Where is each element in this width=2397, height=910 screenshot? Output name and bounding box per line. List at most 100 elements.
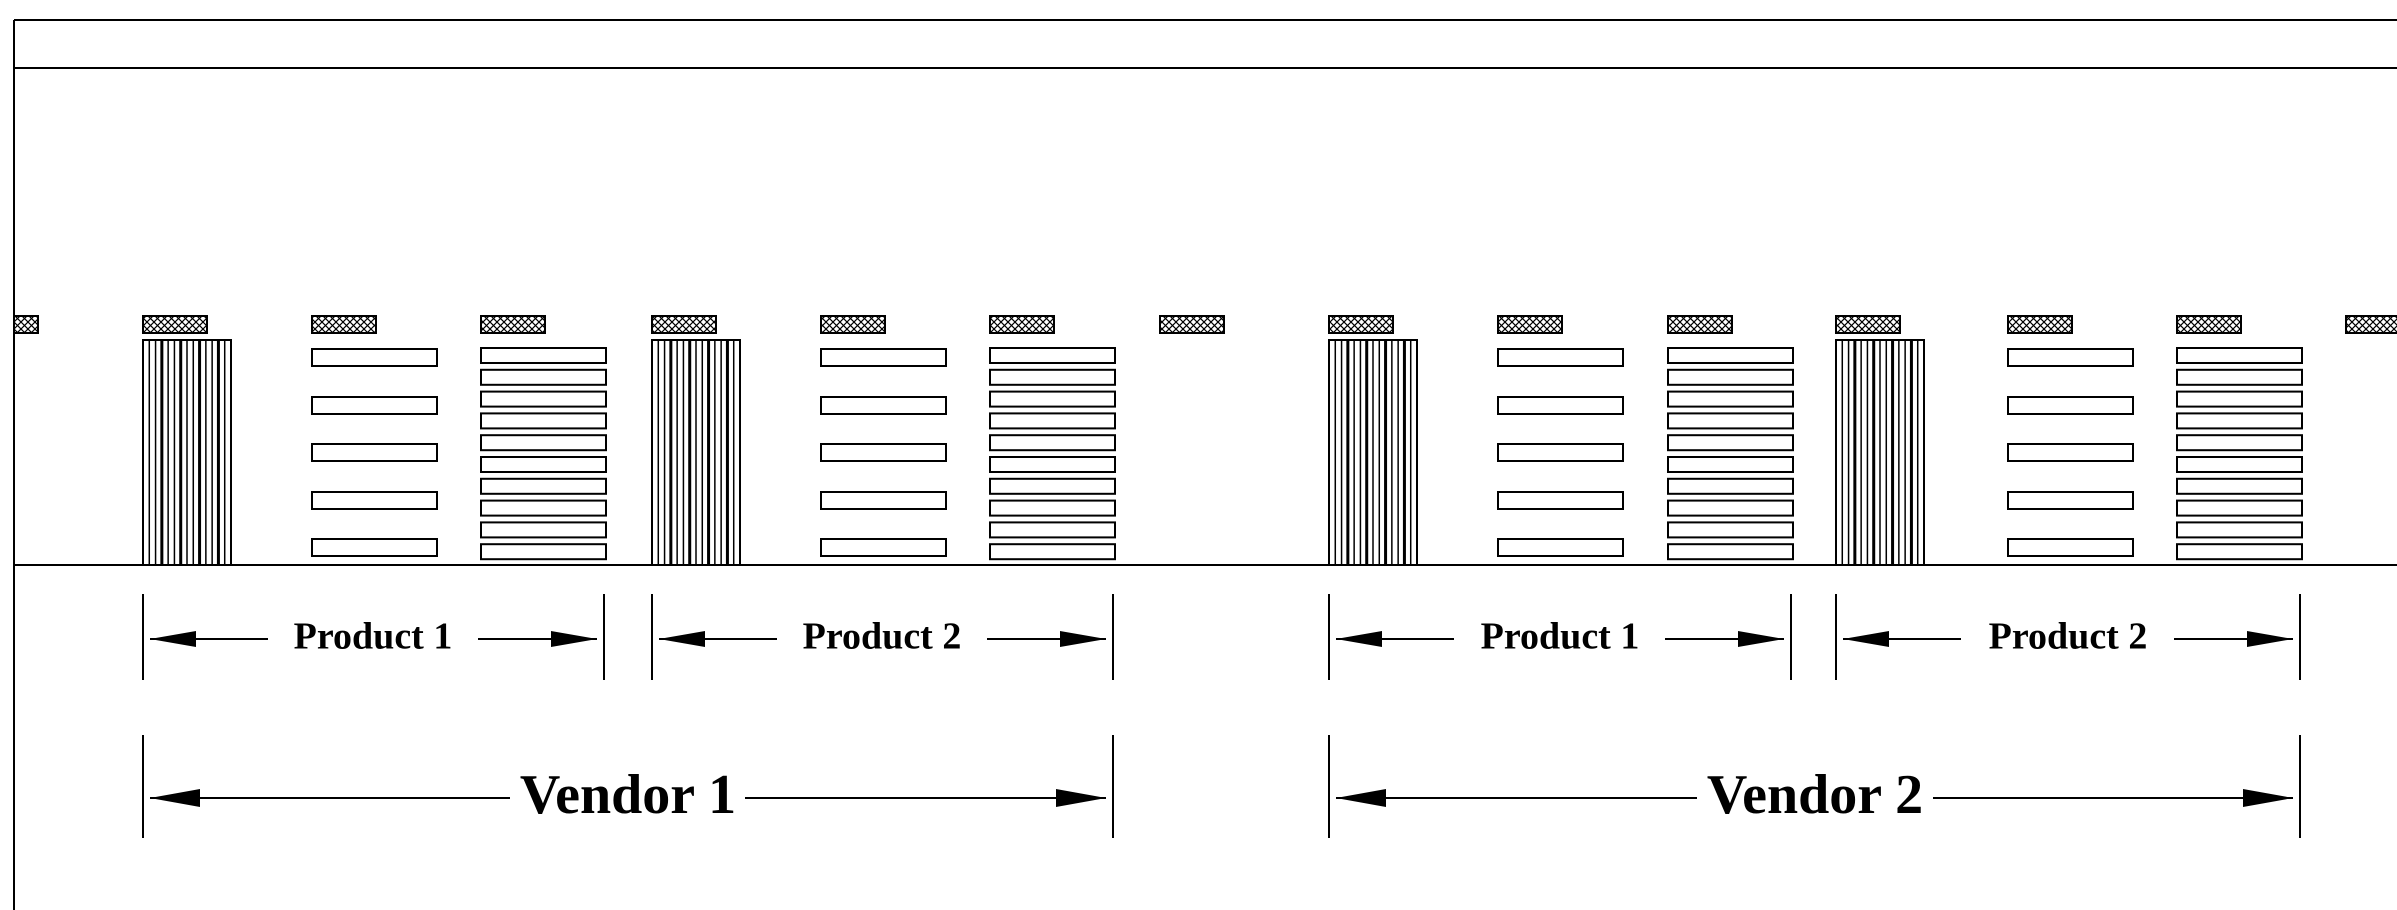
stack-bar (1667, 521, 1794, 539)
stack-bar (1667, 456, 1794, 473)
stack-bar (2176, 543, 2303, 561)
hatched-cap (1328, 315, 1394, 334)
dense-bar-stack (480, 347, 607, 561)
stack-bar (1497, 348, 1624, 367)
stack-bar (480, 368, 607, 386)
stack-bar (1497, 396, 1624, 415)
stack-bar (1667, 347, 1794, 364)
hatched-cap (311, 315, 377, 334)
stack-bar (989, 499, 1116, 517)
hatched-cap (820, 315, 886, 334)
stack-bar (989, 390, 1116, 408)
product-label: Product 1 (294, 616, 453, 658)
dense-bar-stack (2176, 347, 2303, 561)
stack-bar (2007, 538, 2134, 557)
diagram-frame (13, 19, 2397, 910)
stack-bar (2007, 443, 2134, 462)
hatched-cap (1667, 315, 1733, 334)
stack-bar (480, 347, 607, 364)
stack-bar (989, 456, 1116, 473)
stack-bar (989, 543, 1116, 561)
stack-bar (311, 443, 438, 462)
stack-bar (480, 521, 607, 539)
stack-bar (1667, 412, 1794, 430)
hatched-cap (1497, 315, 1563, 334)
product-label: Product 2 (803, 616, 962, 658)
stack-bar (1667, 477, 1794, 495)
stack-bar (989, 347, 1116, 364)
spaced-bar-stack (1497, 348, 1624, 557)
stack-bar (989, 368, 1116, 386)
stack-bar (311, 491, 438, 510)
dense-bar-stack (1667, 347, 1794, 561)
product-dimension-2: Product 2 (651, 594, 1114, 680)
stack-bar (2176, 456, 2303, 473)
stack-bar (2176, 368, 2303, 386)
vendor-label: Vendor 1 (520, 764, 736, 826)
vendor-label: Vendor 2 (1707, 764, 1923, 826)
hatched-cap (2176, 315, 2242, 334)
hatched-cap (2007, 315, 2073, 334)
stack-bar (480, 477, 607, 495)
stack-bar (311, 396, 438, 415)
stack-bar (2176, 521, 2303, 539)
stack-bar (820, 538, 947, 557)
stack-bar (989, 477, 1116, 495)
stack-bar (1497, 491, 1624, 510)
spaced-bar-stack (2007, 348, 2134, 557)
hatched-cap (651, 315, 717, 334)
product-label: Product 1 (1481, 616, 1640, 658)
stack-bar (989, 412, 1116, 430)
vendor-dimension-2: Vendor 2 (1328, 735, 2301, 838)
vendor-dimension-1: Vendor 1 (142, 735, 1114, 838)
stack-bar (2176, 412, 2303, 430)
stack-bar (2007, 348, 2134, 367)
stack-bar (2176, 390, 2303, 408)
striped-column (1328, 339, 1418, 566)
stack-bar (480, 543, 607, 561)
stack-bar (1497, 538, 1624, 557)
stack-bar (820, 348, 947, 367)
stack-bar (820, 396, 947, 415)
striped-column (651, 339, 741, 566)
stack-bar (1667, 499, 1794, 517)
hatched-caps (13, 315, 2397, 334)
stack-bar (989, 434, 1116, 452)
stack-bar (1667, 368, 1794, 386)
stack-bar (820, 491, 947, 510)
product-label: Product 2 (1989, 616, 2148, 658)
stack-bar (480, 390, 607, 408)
product-dimension-4: Product 2 (1835, 594, 2301, 680)
hatched-cap (989, 315, 1055, 334)
stack-bar (2176, 499, 2303, 517)
stack-bar (1497, 443, 1624, 462)
dense-bar-stack (989, 347, 1116, 561)
striped-column (1835, 339, 1925, 566)
stack-bar (311, 538, 438, 557)
stack-bar (1667, 390, 1794, 408)
hatched-cap (480, 315, 546, 334)
stack-bar (2176, 477, 2303, 495)
stack-bar (480, 456, 607, 473)
hatched-cap (2345, 315, 2397, 334)
stack-bar (480, 434, 607, 452)
striped-column (142, 339, 232, 566)
hatched-cap (142, 315, 208, 334)
stack-bar (2176, 434, 2303, 452)
stack-bar (820, 443, 947, 462)
stack-bar (989, 521, 1116, 539)
hatched-cap (1159, 315, 1225, 334)
stack-bar (1667, 434, 1794, 452)
stack-bar (1667, 543, 1794, 561)
product-dimension-3: Product 1 (1328, 594, 1792, 680)
product-dimension-1: Product 1 (142, 594, 605, 680)
stack-bar (2176, 347, 2303, 364)
stack-bar (311, 348, 438, 367)
product-stacks (142, 339, 2303, 566)
hatched-cap (13, 315, 39, 334)
stack-bar (2007, 396, 2134, 415)
stack-bar (480, 412, 607, 430)
spaced-bar-stack (311, 348, 438, 557)
stack-bar (480, 499, 607, 517)
